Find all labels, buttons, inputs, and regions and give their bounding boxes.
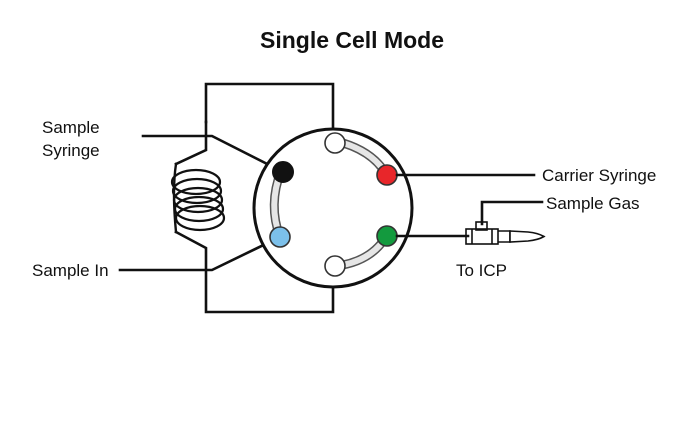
sample-loop-frame <box>174 82 335 314</box>
label-carrier-syringe: Carrier Syringe <box>542 166 656 185</box>
label-to-icp: To ICP <box>456 261 507 280</box>
sample-loop-coil <box>170 162 226 234</box>
label-sample-gas: Sample Gas <box>546 194 640 213</box>
diagram-title: Single Cell Mode <box>260 27 444 53</box>
port-lower-open <box>324 255 346 277</box>
label-sample-syringe-line1: Sample <box>42 118 100 137</box>
port-sample-in <box>269 226 291 248</box>
port-sample-syringe <box>272 161 294 183</box>
valve-ports <box>269 132 398 277</box>
port-to-icp <box>376 225 398 247</box>
sample-syringe-leader <box>141 134 285 174</box>
sample-in-leader <box>118 235 282 272</box>
sample-gas-line <box>480 200 544 226</box>
label-sample-in: Sample In <box>32 261 109 280</box>
t-connector-icon <box>465 221 511 245</box>
icp-nozzle-icon <box>509 230 546 243</box>
label-sample-syringe-line2: Syringe <box>42 141 100 160</box>
port-carrier-syringe <box>376 164 398 186</box>
port-upper-open <box>324 132 346 154</box>
